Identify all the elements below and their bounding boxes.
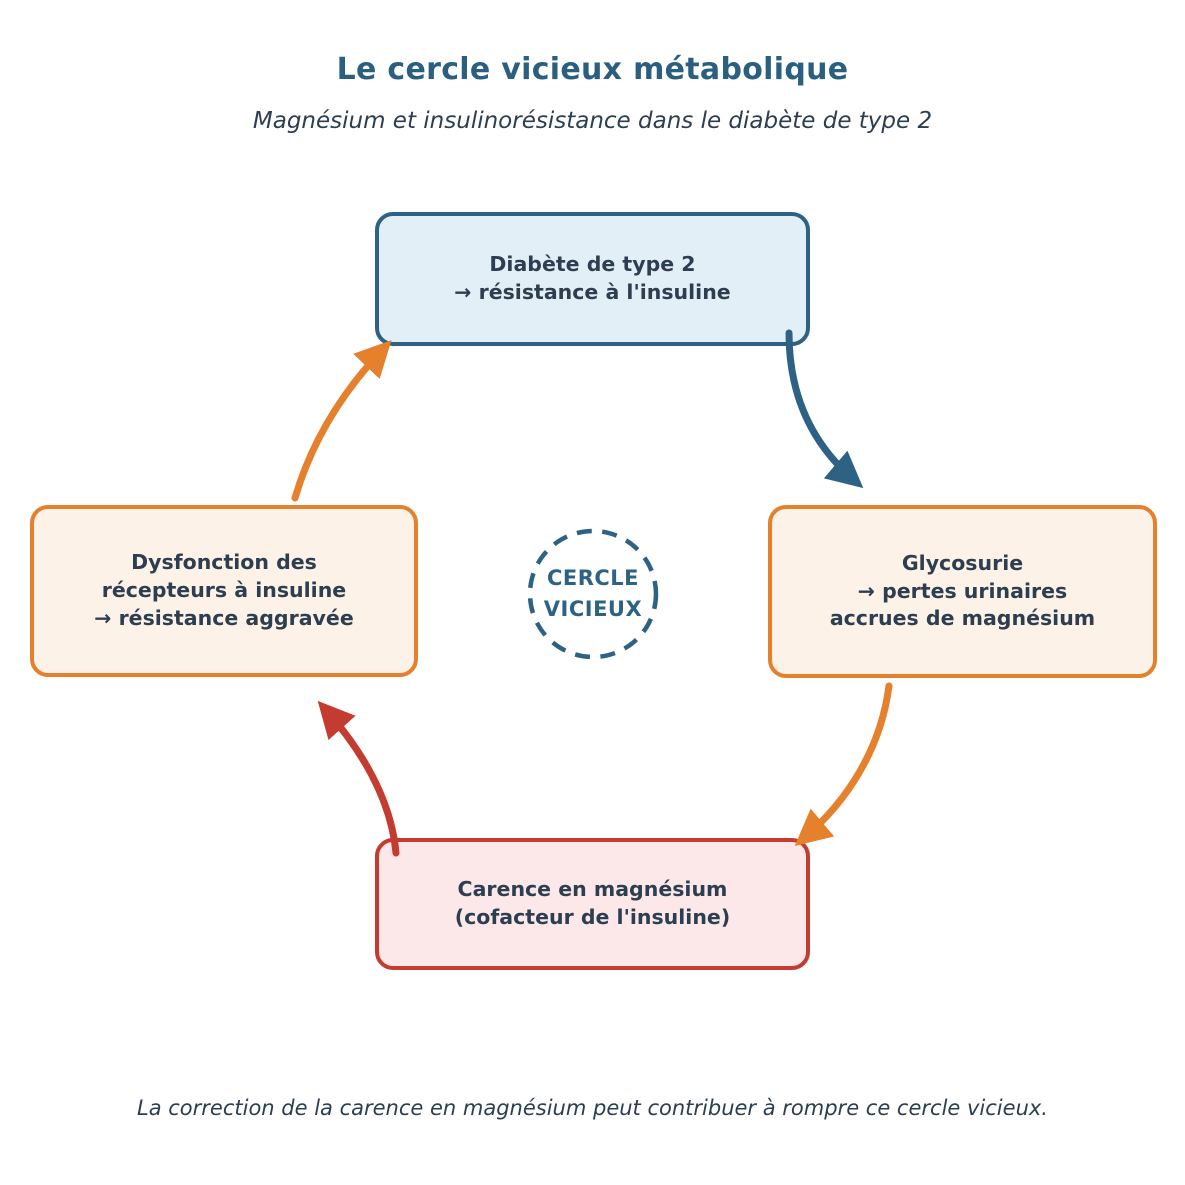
- arrow-top-to-right: [785, 329, 864, 489]
- arrow-right-to-bottom: [794, 682, 893, 847]
- page-subtitle: Magnésium et insulinorésistance dans le …: [252, 108, 933, 134]
- node-glycosuria: Glycosurie → pertes urinaires accrues de…: [768, 505, 1157, 678]
- arrow-bottom-to-left: [317, 700, 400, 857]
- node-glycosuria-label: Glycosurie → pertes urinaires accrues de…: [829, 550, 1096, 631]
- node-diabetes-label: Diabète de type 2 → résistance à l'insul…: [454, 252, 731, 304]
- node-receptor-dysfunction: Dysfonction des récepteurs à insuline → …: [30, 505, 418, 677]
- footer-note: La correction de la carence en magnésium…: [137, 1096, 1048, 1120]
- page-title: Le cercle vicieux métabolique: [336, 52, 849, 87]
- node-magnesium-deficiency: Carence en magnésium (cofacteur de l'ins…: [375, 838, 810, 970]
- node-magnesium-deficiency-label: Carence en magnésium (cofacteur de l'ins…: [454, 877, 731, 929]
- node-diabetes: Diabète de type 2 → résistance à l'insul…: [375, 212, 810, 346]
- arrow-left-to-top: [291, 340, 392, 502]
- node-receptor-dysfunction-label: Dysfonction des récepteurs à insuline → …: [94, 550, 354, 630]
- vicious-circle-badge: CERCLE VICIEUX: [543, 565, 643, 622]
